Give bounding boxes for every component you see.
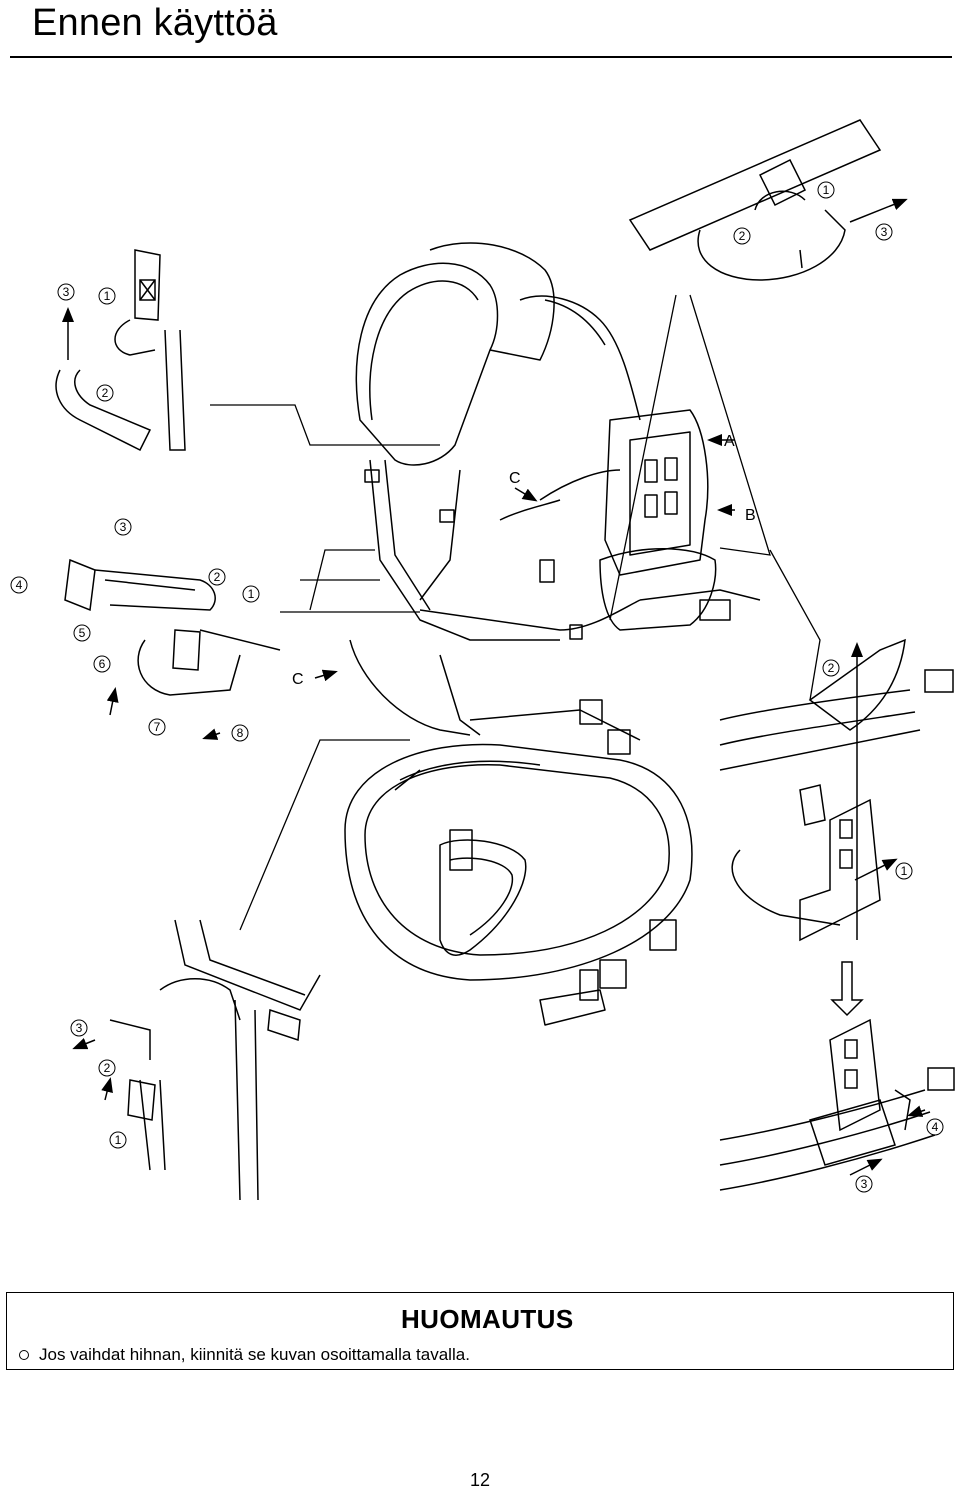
callout-tr-3: 3 xyxy=(875,223,893,241)
callout-ml-6: 6 xyxy=(93,655,111,673)
main-harness-drawing xyxy=(344,242,761,1026)
page-number: 12 xyxy=(469,1470,491,1490)
callout-ml-1: 1 xyxy=(242,585,260,603)
figure-labels: A B C C xyxy=(292,433,756,688)
callout-ml-2: 2 xyxy=(208,568,226,586)
svg-text:3: 3 xyxy=(881,225,888,239)
svg-text:1: 1 xyxy=(823,183,830,197)
callout-tr-2: 2 xyxy=(733,227,751,245)
svg-text:2: 2 xyxy=(102,386,109,400)
svg-text:5: 5 xyxy=(79,626,86,640)
title-rule xyxy=(10,56,952,58)
circle-bullet-icon xyxy=(19,1350,29,1360)
note-heading: HUOMAUTUS xyxy=(401,1304,574,1334)
callout-mr-1: 1 xyxy=(895,862,913,880)
detail-left-middle xyxy=(64,558,281,696)
harness-assembly-figure: A B C C 3 1 2 1 2 3 3 4 2 1 5 6 7 8 2 1 … xyxy=(0,60,960,1280)
svg-text:2: 2 xyxy=(104,1061,111,1075)
svg-text:1: 1 xyxy=(901,864,908,878)
detail-top-right xyxy=(628,119,882,281)
callout-ml-5: 5 xyxy=(73,624,91,642)
svg-text:3: 3 xyxy=(76,1021,83,1035)
callout-br-3: 3 xyxy=(855,1175,873,1193)
callout-ml-4: 4 xyxy=(10,576,28,594)
label-C-upper: C xyxy=(509,470,521,487)
svg-text:3: 3 xyxy=(120,520,127,534)
page-title: Ennen käyttöä xyxy=(32,2,278,44)
circled-number-callouts: 3 1 2 1 2 3 3 4 2 1 5 6 7 8 2 1 3 2 1 4 … xyxy=(10,181,944,1193)
svg-text:7: 7 xyxy=(154,720,161,734)
detail-right-middle xyxy=(719,638,954,942)
callout-tl-3: 3 xyxy=(57,283,75,301)
note-text: Jos vaihdat hihnan, kiinnitä se kuvan os… xyxy=(39,1345,470,1364)
svg-text:1: 1 xyxy=(248,587,255,601)
note-box: HUOMAUTUS Jos vaihdat hihnan, kiinnitä s… xyxy=(6,1292,954,1370)
svg-text:1: 1 xyxy=(104,289,111,303)
callout-ml-3: 3 xyxy=(114,518,132,536)
callout-tl-2: 2 xyxy=(96,384,114,402)
svg-text:2: 2 xyxy=(214,570,221,584)
callout-tr-1: 1 xyxy=(817,181,835,199)
label-A: A xyxy=(724,433,735,450)
detail-top-left xyxy=(55,249,186,452)
leader-lines xyxy=(210,294,821,931)
svg-text:2: 2 xyxy=(828,661,835,675)
callout-mr-2: 2 xyxy=(822,659,840,677)
svg-text:1: 1 xyxy=(115,1133,122,1147)
note-item: Jos vaihdat hihnan, kiinnitä se kuvan os… xyxy=(19,1345,470,1365)
direction-arrows xyxy=(62,198,926,1176)
svg-text:8: 8 xyxy=(237,726,244,740)
svg-text:3: 3 xyxy=(861,1177,868,1191)
svg-text:2: 2 xyxy=(739,229,746,243)
detail-bottom-left xyxy=(109,919,321,1201)
callout-bl-3: 3 xyxy=(70,1019,88,1037)
callout-ml-7: 7 xyxy=(148,718,166,736)
callout-br-4: 4 xyxy=(926,1118,944,1136)
label-B: B xyxy=(745,507,756,524)
detail-bottom-right xyxy=(719,1018,955,1191)
callout-bl-1: 1 xyxy=(109,1131,127,1149)
svg-text:6: 6 xyxy=(99,657,106,671)
callout-ml-8: 8 xyxy=(231,724,249,742)
svg-text:3: 3 xyxy=(63,285,70,299)
callout-tl-1: 1 xyxy=(98,287,116,305)
callout-bl-2: 2 xyxy=(98,1059,116,1077)
svg-text:4: 4 xyxy=(16,578,23,592)
label-C-lower: C xyxy=(292,671,304,688)
svg-text:4: 4 xyxy=(932,1120,939,1134)
